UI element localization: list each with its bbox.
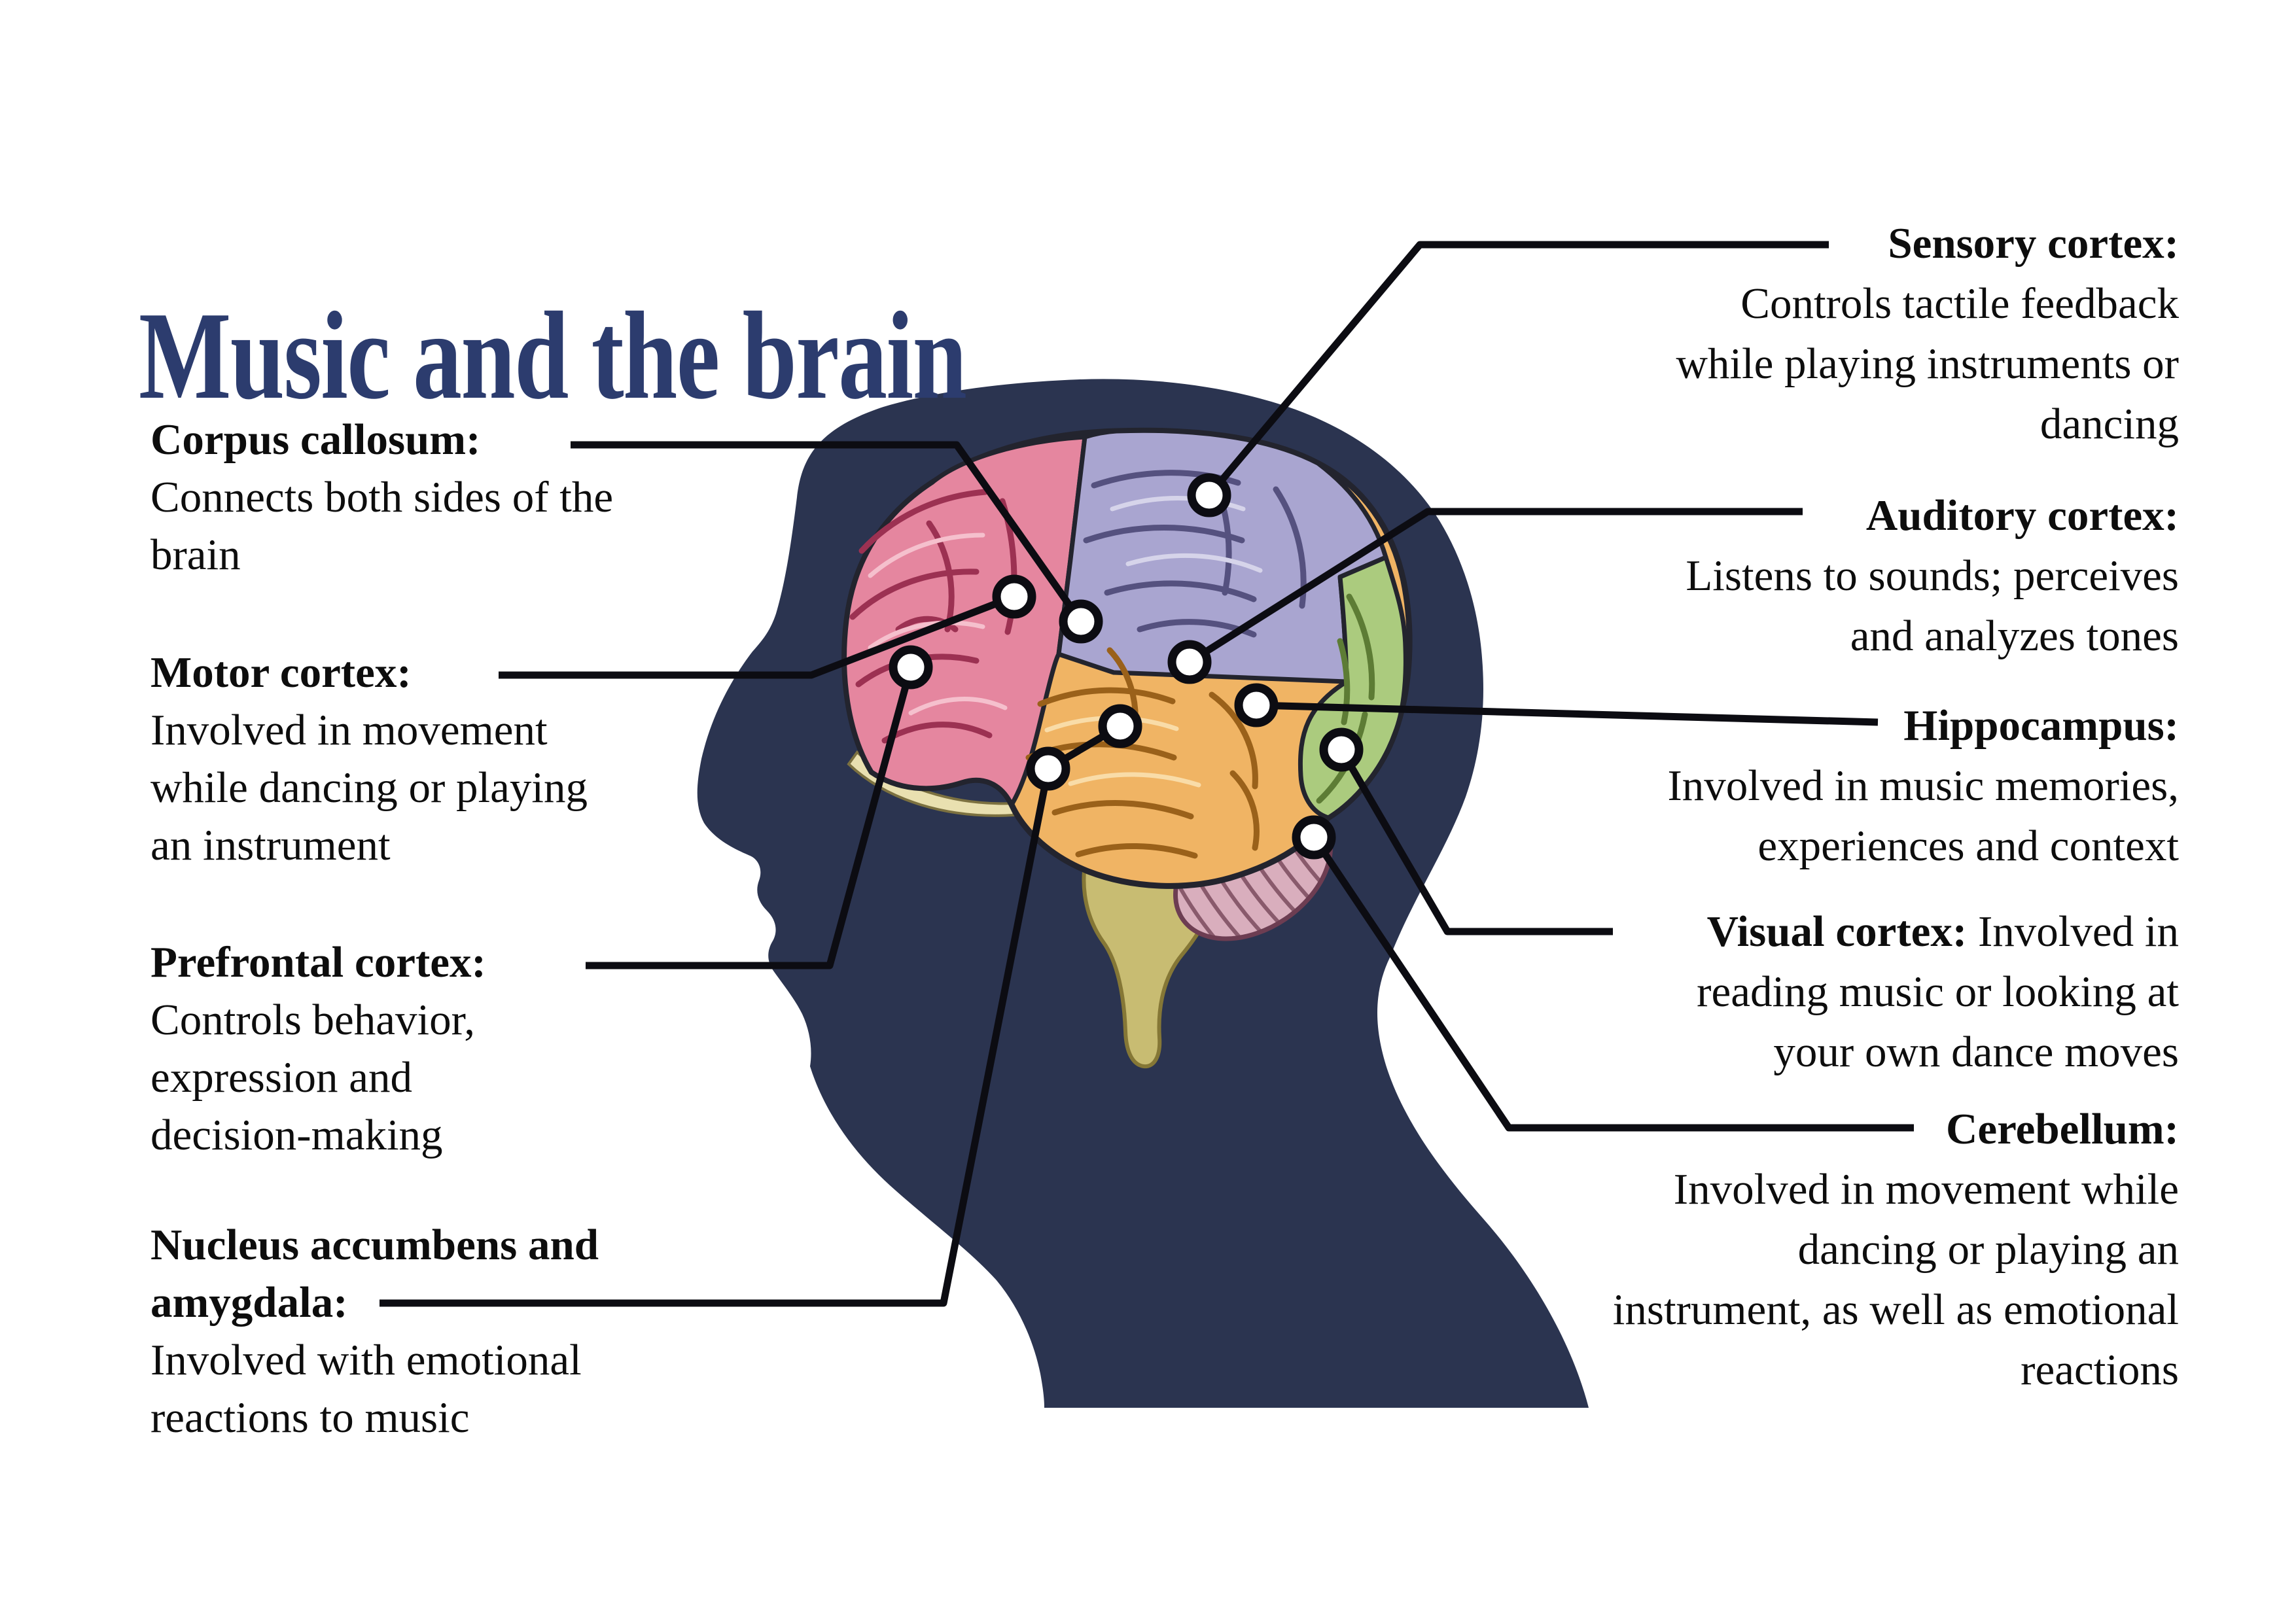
label-motor-cortex-heading: Motor cortex: [150, 648, 412, 697]
label-sensory-cortex-heading: Sensory cortex: [1888, 219, 2179, 268]
label-hippocampus-heading: Hippocampus: [1903, 701, 2179, 750]
label-auditory-cortex-heading: Auditory cortex: [1865, 491, 2179, 540]
label-visual-cortex-line: your own dance moves [1773, 1028, 2179, 1076]
label-visual-cortex: Visual cortex: Involved in reading music… [1697, 901, 2179, 1082]
label-nucleus-amygdala-line: Involved with emotional [150, 1336, 582, 1384]
label-prefrontal-cortex-line: decision-making [150, 1111, 443, 1159]
label-visual-cortex-line: reading music or looking at [1697, 968, 2179, 1016]
parietal-lobe [1056, 428, 1388, 684]
callout-prefrontal-cortex [586, 666, 915, 969]
callout-sensory-cortex [1206, 241, 1829, 498]
label-motor-cortex-line: an instrument [150, 821, 391, 869]
marker-nucleus-accumbens-dot [1098, 704, 1142, 748]
label-auditory-cortex-line: and analyzes tones [1850, 612, 2179, 660]
label-cerebellum-line: dancing or playing an [1797, 1225, 2179, 1274]
label-cerebellum-line: Involved in movement while [1673, 1165, 2179, 1213]
label-prefrontal-cortex: Prefrontal cortex: Controls behavior, ex… [150, 934, 486, 1164]
label-visual-cortex-heading: Visual cortex: [1706, 907, 1968, 956]
callout-corpus-callosum [571, 441, 1084, 624]
marker-amygdala-dot [1026, 746, 1070, 791]
label-hippocampus-line: Involved in music memories, [1667, 761, 2179, 810]
marker-auditory-cortex-dot [1167, 640, 1212, 684]
brain-gyri [849, 470, 1375, 859]
label-visual-cortex-headline: Visual cortex: Involved in [1697, 901, 2179, 962]
label-motor-cortex: Motor cortex: Involved in movement while… [150, 644, 588, 874]
label-corpus-callosum: Corpus callosum: Connects both sides of … [150, 411, 613, 584]
callout-motor-cortex [499, 593, 1016, 679]
label-hippocampus-line: experiences and context [1757, 822, 2179, 870]
marker-sensory-cortex-dot [1187, 473, 1231, 517]
label-nucleus-amygdala-heading2: amygdala: [150, 1278, 348, 1327]
callout-visual-cortex [1338, 748, 1613, 935]
label-sensory-cortex-line: dancing [2040, 400, 2179, 448]
label-sensory-cortex: Sensory cortex: Controls tactile feedbac… [1676, 213, 2179, 454]
marker-visual-cortex-dot [1319, 727, 1364, 772]
label-prefrontal-cortex-heading: Prefrontal cortex: [150, 938, 486, 986]
callout-nucleus-amygdala [380, 723, 1122, 1307]
marker-corpus-callosum-dot [1059, 599, 1103, 644]
label-cerebellum-heading: Cerebellum: [1945, 1105, 2179, 1153]
label-prefrontal-cortex-line: Controls behavior, [150, 996, 476, 1044]
label-nucleus-amygdala: Nucleus accumbens and amygdala: Involved… [150, 1216, 599, 1446]
label-cerebellum-line: reactions [2021, 1346, 2179, 1394]
label-prefrontal-cortex-line: expression and [150, 1053, 413, 1102]
marker-hippocampus-dot [1234, 683, 1279, 727]
label-sensory-cortex-line: while playing instruments or [1676, 340, 2179, 388]
label-nucleus-amygdala-line: reactions to music [150, 1393, 470, 1442]
label-cerebellum-line: instrument, as well as emotional [1612, 1285, 2179, 1334]
marker-motor-cortex-dot [992, 574, 1036, 619]
label-motor-cortex-line: while dancing or playing [150, 763, 588, 812]
callout-hippocampus [1256, 701, 1879, 726]
label-cerebellum: Cerebellum: Involved in movement while d… [1613, 1099, 2179, 1400]
label-motor-cortex-line: Involved in movement [150, 706, 548, 754]
label-corpus-callosum-line: Connects both sides of the [150, 473, 614, 521]
marker-prefrontal-cortex-dot [889, 645, 933, 689]
label-corpus-callosum-line: brain [150, 531, 241, 579]
label-auditory-cortex-line: Listens to sounds; perceives [1686, 551, 2179, 600]
label-sensory-cortex-line: Controls tactile feedback [1740, 279, 2179, 328]
label-visual-cortex-heading-suffix: Involved in [1967, 907, 2179, 956]
label-corpus-callosum-heading: Corpus callosum: [150, 415, 481, 464]
label-nucleus-amygdala-heading: Nucleus accumbens and [150, 1221, 599, 1269]
marker-cerebellum-dot [1292, 815, 1336, 860]
callout-cerebellum [1311, 835, 1914, 1132]
page-title: Music and the brain [139, 286, 967, 425]
label-auditory-cortex: Auditory cortex: Listens to sounds; perc… [1686, 485, 2179, 666]
label-hippocampus: Hippocampus: Involved in music memories,… [1667, 695, 2179, 876]
callout-auditory-cortex [1188, 508, 1803, 665]
